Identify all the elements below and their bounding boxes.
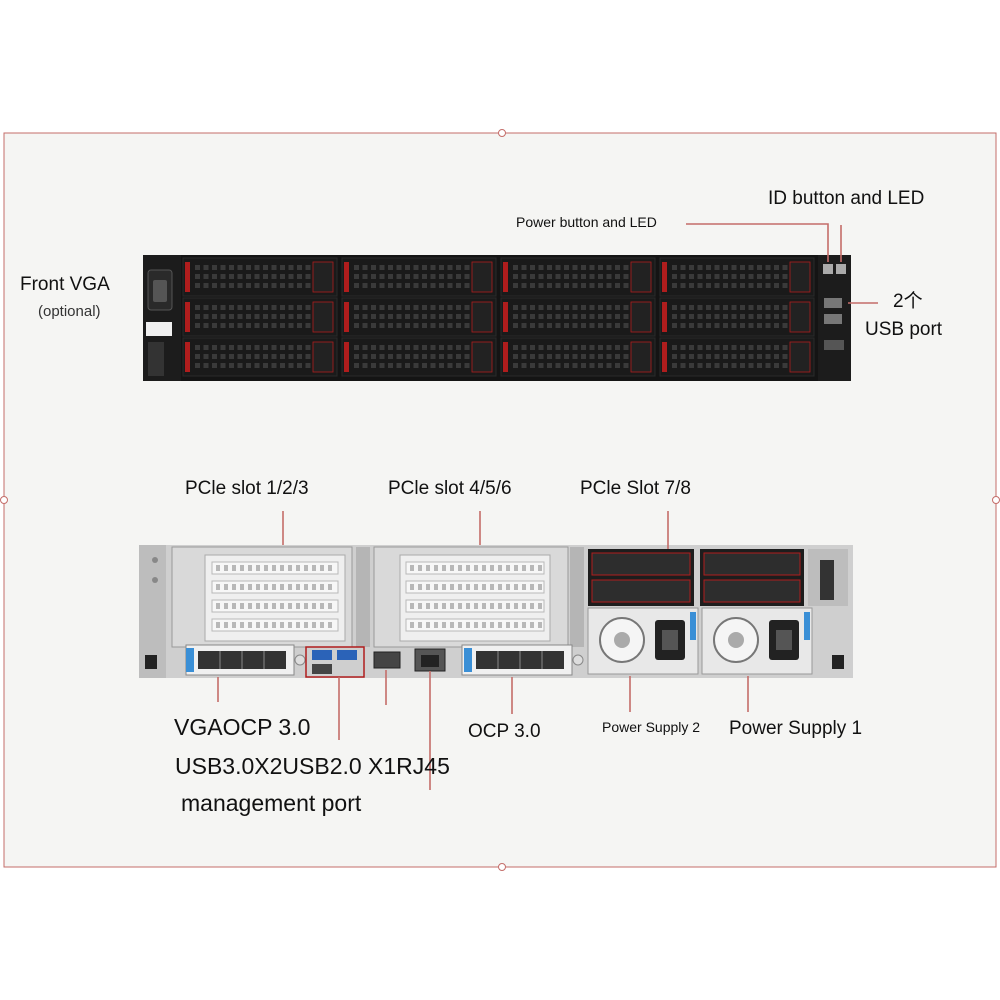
server-front-view (143, 255, 851, 381)
front-left-tab (146, 322, 172, 336)
drive-bay (659, 257, 815, 297)
drive-bay (182, 297, 338, 337)
drive-bay (500, 257, 656, 297)
vga-ocp-label: VGAOCP 3.0 (174, 714, 311, 740)
power-button (823, 264, 833, 274)
pcie-slot-78-label: PCle Slot 7/8 (580, 478, 691, 499)
id-button (836, 264, 846, 274)
usb-rj45-label: USB3.0X2USB2.0 X1RJ45 (175, 753, 450, 779)
front-usb-port-1 (824, 298, 842, 308)
drive-bay (659, 297, 815, 337)
rear-leader-lines (217, 511, 749, 790)
pcie-slot-123-label: PCle slot 1/2/3 (185, 478, 309, 499)
drive-bay (500, 337, 656, 377)
front-vga-label: Front VGA (20, 274, 110, 295)
pcie-slot-cutout (211, 599, 339, 613)
front-vga-port (147, 269, 173, 311)
pcie-slot-cutout (211, 580, 339, 594)
power-button-leader (686, 223, 829, 262)
front-vga-optional-label: (optional) (38, 303, 101, 320)
pcie-slot-cutout (405, 580, 545, 594)
power-supply-2-label: Power Supply 2 (602, 719, 701, 735)
drive-bay (341, 257, 497, 297)
drive-bay (659, 337, 815, 377)
front-brand-strip (148, 342, 164, 376)
ocp-3-0-left (185, 644, 295, 676)
front-usb-port-2 (824, 314, 842, 324)
drive-bay (500, 297, 656, 337)
id-button-label: ID button and LED (768, 188, 925, 209)
pcie-slot-cutout (405, 561, 545, 575)
front-panel-tab (824, 340, 844, 350)
riser-divider-2 (570, 547, 584, 647)
management-port-label: management port (181, 790, 362, 816)
drive-bay (341, 297, 497, 337)
usb-port-label: USB port (865, 319, 943, 340)
panel-handle-top (498, 129, 506, 137)
power-button-label: Power button and LED (516, 214, 657, 230)
panel-handle-left (0, 496, 8, 504)
pcie-slot-456-label: PCle slot 4/5/6 (388, 478, 512, 499)
diagram-panel (3, 132, 997, 868)
panel-handle-bottom (498, 863, 506, 871)
drive-bay (182, 337, 338, 377)
usb-ports-rear (305, 646, 365, 678)
drive-bays (182, 257, 815, 377)
drive-bay (341, 337, 497, 377)
panel-handle-right (992, 496, 1000, 504)
riser-divider-1 (356, 547, 370, 647)
power-supply-2 (587, 607, 699, 675)
power-supply-1 (701, 607, 813, 675)
pcie-riser-2 (373, 546, 569, 648)
usb-count-label: 2个 (893, 291, 923, 312)
rj45-management-port (414, 648, 446, 672)
pcie-riser-1 (171, 546, 353, 648)
pcie-slot-cutout (211, 561, 339, 575)
power-supply-1-label: Power Supply 1 (729, 718, 863, 739)
drive-bay (182, 257, 338, 297)
server-rear-view (139, 545, 853, 678)
pcie-slot-7-8 (588, 549, 804, 606)
rear-vga-port (373, 651, 401, 669)
pcie-slot-cutout (211, 618, 339, 632)
pcie-slot-cutout (405, 599, 545, 613)
front-leader-lines (686, 223, 878, 304)
ocp-3-0-right (461, 644, 573, 676)
ocp-3-0-label: OCP 3.0 (468, 721, 541, 742)
pcie-slot-cutout (405, 618, 545, 632)
